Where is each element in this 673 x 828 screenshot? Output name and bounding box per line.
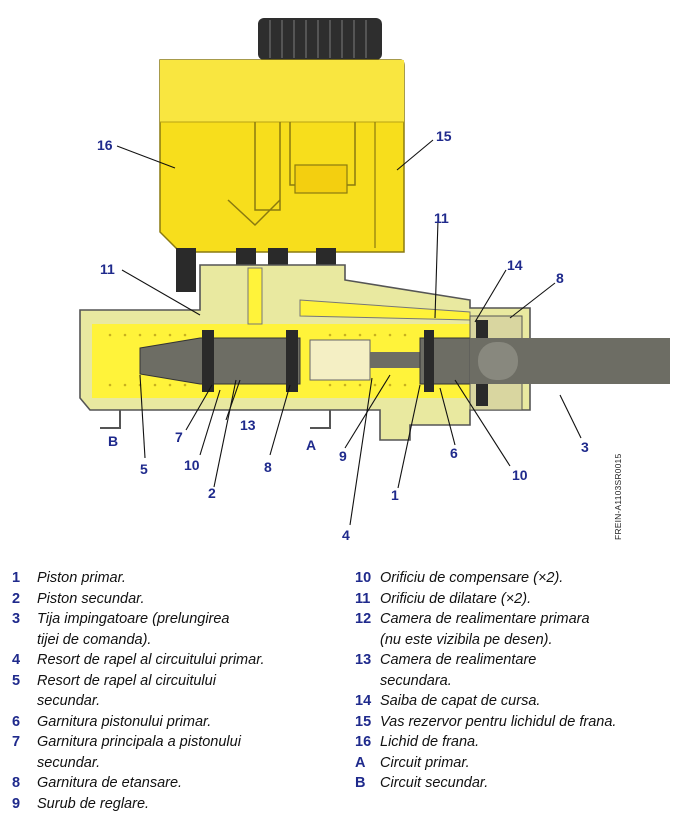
legend-item-number: 13 [355, 652, 372, 668]
master-cylinder-diagram: 16 15 11 11 14 8 B 7 13 10 5 8 A 9 2 1 6… [79, 18, 670, 543]
legend-item: 7 Garnitura principala a pistonului secun… [12, 732, 332, 773]
legend-item-text: Camera de realimentare primara (nu este … [380, 611, 590, 648]
leader-lines [116, 139, 582, 526]
callout-1: 1 [391, 487, 399, 503]
legend-item-text: Garnitura de etansare. [37, 775, 183, 791]
legend-item-number: 10 [355, 570, 372, 586]
legend-item-text: Garnitura principala a pistonului secund… [37, 734, 241, 771]
legend-item: 4 Resort de rapel al circuitului primar. [12, 650, 332, 671]
legend-item-number: 9 [12, 795, 21, 812]
legend-item: 6 Garnitura pistonului primar. [12, 712, 332, 733]
legend-item: 12 Camera de realimentare primara (nu est… [355, 609, 673, 650]
callout-8: 8 [264, 459, 272, 475]
figure-reference-code: FREIN-A1103SR0015 [613, 440, 633, 550]
callout-A: A [306, 437, 316, 453]
callout-labels: 16 15 11 11 14 8 B 7 13 10 5 8 A 9 2 1 6… [97, 128, 589, 543]
legend-item: 8 Garnitura de etansare. [12, 773, 332, 794]
callout-15: 15 [436, 128, 452, 144]
legend-item-text: Surub de reglare. [37, 795, 150, 812]
legend-item: 13 Camera de realimentare secundara. [355, 650, 673, 691]
callout-10: 10 [512, 467, 528, 483]
legend-item-number: 12 [355, 611, 372, 627]
legend-item: 1 Piston primar. [12, 568, 332, 589]
legend-item-text: Tija impingatoare (prelungirea tijei de … [37, 611, 230, 648]
legend-item-number: 11 [355, 590, 371, 607]
legend-item-text: Garnitura pistonului primar. [37, 713, 212, 730]
callout-3: 3 [581, 439, 589, 455]
legend-item: 16 Lichid de frana. [355, 732, 673, 753]
legend-item-text: Resort de rapel al circuitului secundar. [37, 672, 216, 710]
legend-item-number: B [355, 775, 366, 791]
callout-14: 14 [507, 257, 523, 273]
legend-column-left: 1 Piston primar. 2 Piston secundar. 3 Tija im… [12, 568, 332, 814]
legend-item-number: 14 [355, 693, 372, 709]
legend-item-number: A [355, 754, 366, 771]
legend-item-number: 5 [12, 672, 21, 689]
callout-6: 6 [450, 445, 458, 461]
push-rod [470, 338, 670, 384]
legend-item: 5 Resort de rapel al circuitului secundar… [12, 671, 332, 712]
callout-2: 2 [208, 485, 216, 501]
legend-column-right: 10 Orificiu de compensare (×2). 11 Orificiu… [355, 568, 673, 794]
legend-item-text: Saiba de capat de cursa. [380, 693, 541, 709]
legend-item-number: 4 [12, 652, 21, 668]
legend-item-text: Orificiu de dilatare (×2). [380, 590, 532, 607]
legend-item: B Circuit secundar. [355, 773, 673, 794]
callout-7: 7 [175, 429, 183, 445]
callout-8: 8 [556, 270, 564, 286]
legend-item-text: Orificiu de compensare (×2). [380, 570, 564, 586]
legend-item-text: Piston secundar. [37, 590, 145, 607]
legend-item-number: 16 [355, 734, 372, 750]
legend-item: 15 Vas rezervor pentru lichidul de frana. [355, 712, 673, 733]
legend-item-text: Resort de rapel al circuitului primar. [37, 652, 265, 668]
legend-item-number: 6 [12, 713, 21, 730]
legend-item-number: 8 [12, 775, 21, 791]
legend: 1 Piston primar. 2 Piston secundar. 3 Tija im… [0, 568, 673, 828]
legend-item-text: Vas rezervor pentru lichidul de frana. [380, 713, 617, 730]
figure-reference-code-text: FREIN-A1103SR0015 [613, 453, 623, 540]
legend-item-number: 1 [12, 570, 21, 586]
callout-B: B [108, 433, 118, 449]
legend-item: 14 Saiba de capat de cursa. [355, 691, 673, 712]
callout-11: 11 [434, 210, 449, 226]
secondary-piston [139, 330, 301, 392]
callout-13: 13 [240, 417, 256, 433]
legend-item-number: 3 [12, 611, 21, 627]
legend-item: 9 Surub de reglare. [12, 794, 332, 815]
callout-5: 5 [140, 461, 148, 477]
legend-item-text: Circuit secundar. [380, 775, 489, 791]
callout-11: 11 [100, 261, 115, 277]
legend-item: 11 Orificiu de dilatare (×2). [355, 589, 673, 610]
legend-item-number: 2 [12, 590, 21, 607]
reservoir-cap [258, 18, 382, 60]
callout-16: 16 [97, 137, 113, 153]
callout-4: 4 [342, 527, 350, 543]
callout-10: 10 [184, 457, 200, 473]
legend-item-number: 15 [355, 713, 372, 730]
legend-item-text: Lichid de frana. [380, 734, 480, 750]
legend-item-number: 7 [12, 734, 21, 750]
legend-item-text: Circuit primar. [380, 754, 470, 771]
legend-item: A Circuit primar. [355, 753, 673, 774]
fluid-reservoir [159, 59, 405, 253]
callout-9: 9 [339, 448, 347, 464]
legend-item-text: Piston primar. [37, 570, 126, 586]
legend-item: 3 Tija impingatoare (prelungirea tijei de… [12, 609, 332, 650]
legend-item: 2 Piston secundar. [12, 589, 332, 610]
legend-item-text: Camera de realimentare secundara. [380, 652, 537, 689]
legend-item: 10 Orificiu de compensare (×2). [355, 568, 673, 589]
